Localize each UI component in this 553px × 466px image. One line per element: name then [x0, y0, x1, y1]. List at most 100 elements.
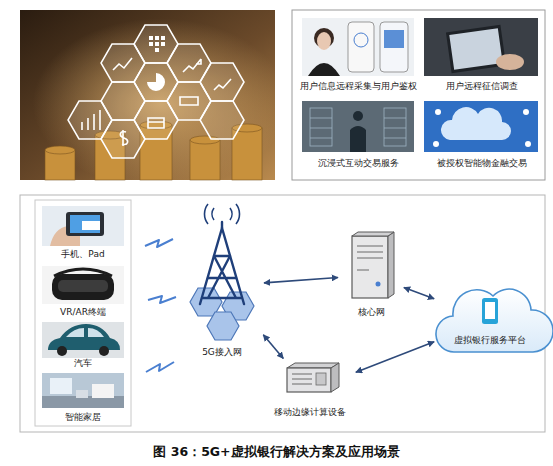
connector-arrow [263, 335, 283, 359]
server-icon-part [388, 232, 394, 298]
finance-photo [20, 10, 275, 180]
finance-photo-part-part [149, 42, 153, 46]
vr-headset-image [42, 266, 124, 304]
scenario-box: 沉浸式互动交易服务 [298, 100, 418, 172]
finance-photo-part-part [155, 48, 159, 52]
scenario-panel-part [380, 22, 408, 72]
core-network-box: 核心网 [340, 230, 402, 320]
tower-icon-part-part [221, 222, 223, 228]
edge-server-icon-part [316, 373, 326, 385]
tower-icon-part-part [207, 312, 239, 340]
scenario-panel-part [348, 22, 374, 72]
tower-icon-part [190, 288, 254, 340]
finance-photo-part-part [82, 110, 100, 130]
node-label: 核心网 [358, 307, 385, 318]
node-label: 用户远程征信调查 [446, 81, 518, 92]
phone-image [42, 206, 124, 246]
scenario-panel-part [292, 10, 545, 180]
scenario-panel-part [424, 101, 538, 152]
scenario-panel-part-part [384, 108, 406, 146]
cloud-icon-part [436, 289, 553, 352]
scenario-panel-part [496, 54, 524, 70]
car-image-part [57, 346, 67, 356]
node-label: 汽车 [74, 358, 92, 369]
connector-arrow [264, 277, 338, 282]
access-network-box: 5G接入网 [182, 212, 262, 360]
node-label: 智能家居 [65, 412, 101, 423]
tower-icon-part [200, 222, 244, 304]
scenario-panel-part [441, 107, 511, 140]
edge-server-icon-part [287, 363, 339, 368]
server-icon-part [352, 236, 388, 298]
tower-icon-part [204, 204, 239, 224]
vr-headset-image-part [58, 280, 108, 292]
scenario-panel-part [424, 18, 538, 76]
device-column [35, 200, 131, 426]
car-image [42, 322, 124, 358]
device-box: VR/AR终端 [37, 264, 129, 320]
finance-photo-part-part [190, 140, 220, 180]
finance-photo-part [20, 10, 275, 180]
scenario-panel-part [317, 32, 331, 50]
server-icon-part [352, 232, 394, 236]
tower-icon-part-part [212, 208, 232, 220]
smart-home-image-part [42, 373, 124, 408]
finance-photo-part-part [232, 128, 262, 180]
node-label: 沉浸式互动交易服务 [318, 158, 399, 169]
finance-photo-part-part [155, 42, 159, 46]
car-image-part [66, 328, 104, 337]
finance-photo-part-part [200, 63, 244, 101]
scenario-panel-part [448, 27, 505, 72]
scenario-panel-part [302, 101, 414, 152]
car-image-part [48, 324, 120, 350]
finance-photo-part-part [155, 36, 159, 40]
scenario-panel-part [354, 33, 368, 47]
scenario-panel-part [308, 63, 340, 76]
car-image-part [42, 322, 124, 358]
connector-arrow [356, 342, 434, 372]
scenario-panel-part [350, 126, 366, 152]
smart-home-image-part [92, 384, 114, 398]
wireless-bolt-part [148, 296, 176, 303]
wireless-bolt [145, 239, 176, 372]
platform-box: 虚拟银行服务平台 [436, 284, 544, 356]
figure-caption: 图 36：5G+虚拟银行解决方案及应用场景 [0, 444, 553, 461]
device-box: 汽车 [37, 321, 129, 371]
edge-server-icon-part [331, 363, 339, 392]
scenario-box: 用户信息远程采集与用户鉴权 [297, 15, 420, 95]
scenario-panel-part-part [310, 108, 332, 146]
scenario-panel-part-part [433, 141, 439, 147]
vr-headset-image-part [42, 266, 124, 304]
node-label: 用户信息远程采集与用户鉴权 [300, 81, 417, 92]
phone-image-part [70, 215, 100, 233]
finance-photo-part [82, 58, 231, 146]
wireless-bolt-part [146, 362, 174, 372]
edge-computing-box: 移动边缘计算设备 [266, 360, 354, 420]
scenario-panel-part [302, 18, 414, 76]
device-box: 智能家居 [37, 372, 129, 425]
node-label: 虚拟银行服务平台 [454, 335, 526, 346]
scenario-panel-part-part [525, 141, 531, 147]
wireless-bolt-part [145, 239, 173, 247]
finance-photo-part-part [148, 118, 164, 128]
node-label: VR/AR终端 [60, 307, 106, 318]
car-image-part [99, 346, 109, 356]
finance-photo-part-part [45, 150, 75, 180]
finance-photo-part-part [147, 73, 165, 91]
finance-photo-part-part [120, 130, 127, 146]
finance-photo-part-part [214, 79, 231, 90]
finance-photo-part-part [180, 97, 198, 105]
scenario-panel-part [384, 30, 404, 48]
finance-photo-part-part [183, 59, 201, 72]
tower-icon-part-part [203, 256, 241, 298]
phone-image-part [82, 221, 100, 230]
finance-photo-part [147, 36, 165, 91]
finance-photo-part-part [200, 101, 244, 139]
scenario-box: 用户远程征信调查 [422, 15, 542, 95]
node-label: 5G接入网 [202, 347, 242, 358]
finance-photo-part-part [113, 58, 132, 70]
smart-home-image-part [76, 390, 88, 398]
